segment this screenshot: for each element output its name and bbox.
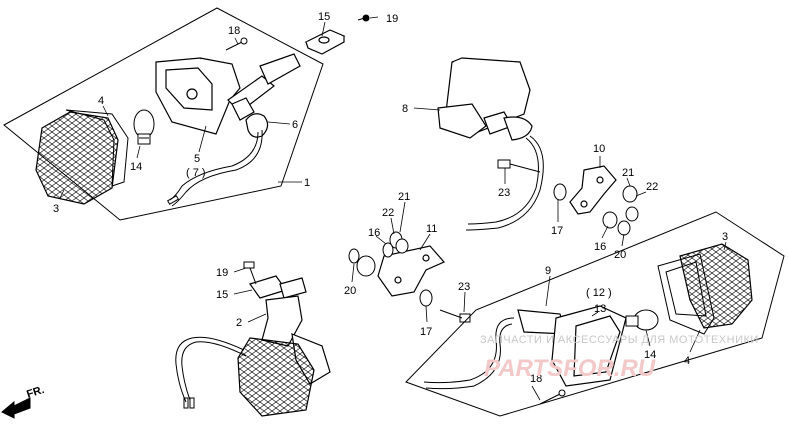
bracket-11 [377,245,445,297]
housing-rear-right [261,295,331,385]
callout-10: 10 [593,143,605,155]
watermark-line1: ЗАПЧАСТИ И АКСЕССУАРЫ ДЛЯ МОТОТЕХНИКИ [480,334,759,346]
wires-front-right [465,135,544,231]
housing-rear-left [155,57,241,135]
watermark: ЗАПЧАСТИ И АКСЕССУАРЫ ДЛЯ МОТОТЕХНИКИ PA… [480,334,759,382]
callout-3-right: 3 [722,231,728,243]
callout-20: 20 [614,249,626,261]
callout-9: 9 [545,265,551,277]
grommets-center [348,231,409,277]
front-direction-arrow [1,397,31,419]
clamp-15-top [304,29,346,55]
callout-22: 22 [646,181,658,193]
bracket-10 [569,165,617,215]
bolt-23-right [497,159,541,173]
wires-front-right-lower [423,317,515,390]
socket-front-right [517,305,627,387]
callout-15-bottom: 15 [216,289,228,301]
direction-label: FR. [25,384,46,401]
callout-16-center: 16 [368,227,380,239]
bolt-19-top [357,14,370,22]
callout-20-center: 20 [344,285,356,297]
callout-17-center: 17 [420,326,432,338]
callout-23: 23 [498,187,510,199]
housing-front-right [437,57,533,141]
bulb-rear-left [133,109,155,145]
group-frame-rear-left [3,7,324,221]
callout-1: 1 [304,177,310,189]
washer-17-center [419,289,433,307]
callout-13: 13 [594,303,606,315]
lens-rear-right [237,337,315,417]
bolt-19-bottom [243,261,257,285]
callout-8: 8 [402,103,408,115]
callout-12: ( 12 ) [586,287,612,299]
washer-17-right [553,183,567,201]
stalk-rear-left [227,53,301,138]
callout-5: 5 [194,153,200,165]
callout-7: ( 7 ) [186,167,206,179]
callout-14: 14 [130,161,142,173]
callout-21: 21 [622,167,634,179]
grommets-right [602,185,639,236]
callout-16: 16 [594,241,606,253]
callout-21-center: 21 [398,191,410,203]
callout-11: 11 [426,223,437,235]
wires-rear-left [166,129,263,207]
lens-front-right [679,243,753,329]
callout-2: 2 [236,317,242,329]
callout-3: 3 [53,203,59,215]
bulb-front-right [625,309,659,331]
callout-18-bottom: 18 [530,373,542,385]
gasket-rear-left [65,109,129,187]
screw-18-top [225,37,248,51]
callout-4-right: 4 [684,355,690,367]
screw-18-bottom [539,389,566,405]
callout-15: 15 [318,11,330,23]
callout-labels: 1 4 3 14 5 ( 7 ) 6 18 15 19 8 23 17 10 2… [25,11,728,401]
callout-6: 6 [292,119,298,131]
callout-14-right: 14 [644,349,656,361]
callout-19: 19 [386,13,398,25]
callout-18: 18 [228,25,240,37]
callout-17: 17 [551,225,563,237]
callout-4: 4 [98,95,104,107]
callout-22-center: 22 [382,207,394,219]
leader-lines [59,16,727,401]
wires-rear-right [175,336,247,409]
clamp-15-bottom [249,275,307,299]
callout-19-bottom: 19 [216,267,228,279]
callout-23-center: 23 [458,281,470,293]
watermark-line2: PARTSFOR.RU [484,355,656,382]
lens-rear-left [35,111,119,205]
group-frame-front-right [405,211,785,417]
